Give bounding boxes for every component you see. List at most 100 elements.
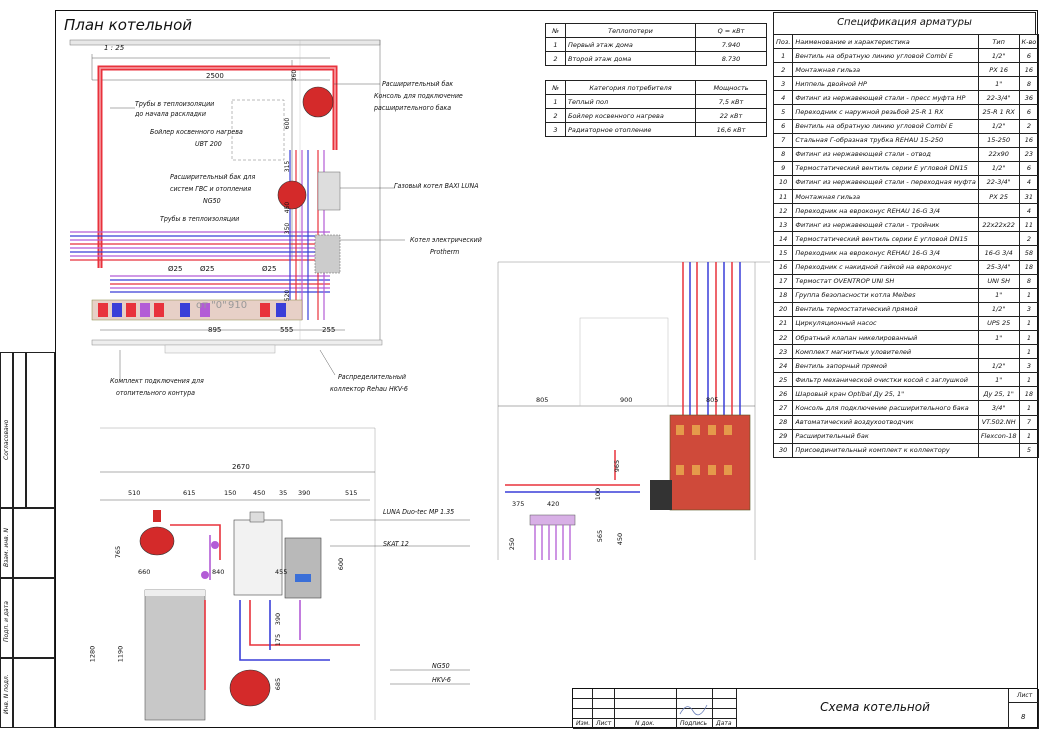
stamp-cell xyxy=(713,699,737,709)
table-cell: 2 xyxy=(545,108,566,124)
table-cell: 1/2" xyxy=(977,48,1020,64)
stamp-cell xyxy=(615,719,677,729)
label-exp-tank-dhw-model: NG50 xyxy=(203,197,221,205)
table-cell: Монтажная гильза xyxy=(792,189,979,205)
table-cell: 18 xyxy=(1018,386,1040,402)
table-cell: 8 xyxy=(772,146,794,162)
elev-seg-615: 615 xyxy=(183,489,196,497)
side-d375: 375 xyxy=(512,500,525,508)
table-cell: Ду 25, 1" xyxy=(977,386,1020,402)
table-cell: 16 xyxy=(1018,132,1040,148)
table-cell: 8 xyxy=(1018,76,1040,92)
table-row: 1 Первый этаж дома 7.940 xyxy=(545,37,767,53)
elev-d1280: 1280 xyxy=(88,645,97,663)
table-cell: 5 xyxy=(772,104,794,120)
side-d805b: 805 xyxy=(706,396,719,404)
label-pipes-insulation: Трубы в теплоизоляции xyxy=(135,100,215,108)
elev-d175: 175 xyxy=(274,633,283,647)
table-cell xyxy=(977,442,1020,458)
strip-cell xyxy=(13,352,26,508)
stamp-cell xyxy=(677,699,713,709)
table-cell: 7 xyxy=(1018,414,1040,430)
table-cell: 1 xyxy=(1018,372,1040,388)
table-cell: Переходник на евроконус REHAU 16-G 3/4 xyxy=(792,203,979,219)
table-cell: 58 xyxy=(1018,245,1040,261)
table-cell: 24 xyxy=(772,358,794,374)
table-cell: 2 xyxy=(1018,231,1040,247)
table-cell: Фитинг из нержавеющей стали - отвод xyxy=(792,146,979,162)
table-cell: UPS 25 xyxy=(977,315,1020,331)
table-cell: 15 xyxy=(772,245,794,261)
table-cell: 1 xyxy=(1018,329,1040,346)
side-d100: 100 xyxy=(594,487,603,501)
stamp-cell xyxy=(593,719,615,729)
elevation-mark-value: 910 xyxy=(228,300,248,311)
table-cell: 6 xyxy=(1018,104,1040,120)
strip-label-agreed: Согласовано xyxy=(3,419,10,460)
table-cell: Фитинг из нержавеющей стали - тройник xyxy=(792,217,979,233)
label-skat: SKAT 12 xyxy=(383,540,409,548)
table-cell: 23 xyxy=(1018,146,1040,162)
label-el-boiler-1: Котел электрический xyxy=(410,236,482,244)
table-cell: 28 xyxy=(772,414,794,430)
table-cell: 1/2" xyxy=(977,118,1020,134)
table-cell: Циркуляционный насос xyxy=(792,315,979,331)
table-cell: 9 xyxy=(772,160,794,176)
table-cell: Фитинг из нержавеющей стали - пресс муфт… xyxy=(792,90,979,106)
label-exp-tank-2: Консоль для подключение xyxy=(374,92,463,100)
table-cell: 8.730 xyxy=(695,51,767,67)
consumer-header: Мощность xyxy=(695,79,767,96)
stamp-cell xyxy=(677,689,713,699)
table-cell xyxy=(977,203,1020,219)
side-d420: 420 xyxy=(547,500,560,508)
elevation-view xyxy=(100,427,470,721)
table-cell: 26 xyxy=(772,386,794,402)
table-cell: Первый этаж дома xyxy=(565,37,696,53)
table-cell: 25 xyxy=(772,372,794,388)
table-row: 2 Второй этаж дома 8.730 xyxy=(545,51,767,67)
table-cell: Бойлер косвенного нагрева xyxy=(565,108,696,124)
plan-dim-255: 255 xyxy=(322,326,336,334)
table-cell: Переходник с накидной гайкой на еврокону… xyxy=(792,259,979,275)
strip-cell xyxy=(0,658,13,728)
stamp-cell xyxy=(593,689,615,699)
elev-seg-510: 510 xyxy=(128,489,141,497)
table-cell: 1 xyxy=(1018,287,1040,303)
table-cell: Вентиль на обратную линию угловой Combi … xyxy=(792,48,979,64)
spec-header: Тип xyxy=(977,33,1020,50)
table-cell: Вентиль запорный прямой xyxy=(792,358,979,374)
stamp-cell xyxy=(573,709,593,719)
heat-loss-header: Теплопотери xyxy=(565,22,696,39)
table-cell: 6 xyxy=(772,118,794,134)
table-cell: 23 xyxy=(772,344,794,360)
table-cell: 1" xyxy=(977,329,1020,346)
table-row: 2 Бойлер косвенного нагрева 22 кВт xyxy=(545,108,767,124)
strip-label-inv: Инв. N подл. xyxy=(3,674,10,714)
label-manifold-2: коллектор Rehau HKV-6 xyxy=(330,385,408,393)
sheet-label: Лист xyxy=(1017,692,1033,699)
elev-d660: 660 xyxy=(138,568,151,576)
stamp-col-label: N док. xyxy=(635,720,655,727)
table-cell: 18 xyxy=(772,287,794,303)
plan-dim-520: 520 xyxy=(284,289,292,302)
stamp-cell xyxy=(1009,689,1039,703)
sheet-number: 8 xyxy=(1021,713,1026,721)
phi-label-1: Ø25 xyxy=(168,265,183,273)
table-cell: 12 xyxy=(772,203,794,219)
table-cell: Радиаторное отопление xyxy=(565,122,696,138)
stamp-cell xyxy=(677,709,713,719)
stamp-cell xyxy=(1009,703,1039,729)
table-cell: 3 xyxy=(1018,301,1040,317)
consumer-table: № Категория потребителя Мощность 1 Теплы… xyxy=(545,79,767,138)
table-cell: Автоматический воздухоотводчик xyxy=(792,414,979,430)
table-cell: Комплект магнитных уловителей xyxy=(792,344,979,360)
table-cell: 1 xyxy=(545,94,566,110)
label-ng50: NG50 xyxy=(432,662,450,670)
